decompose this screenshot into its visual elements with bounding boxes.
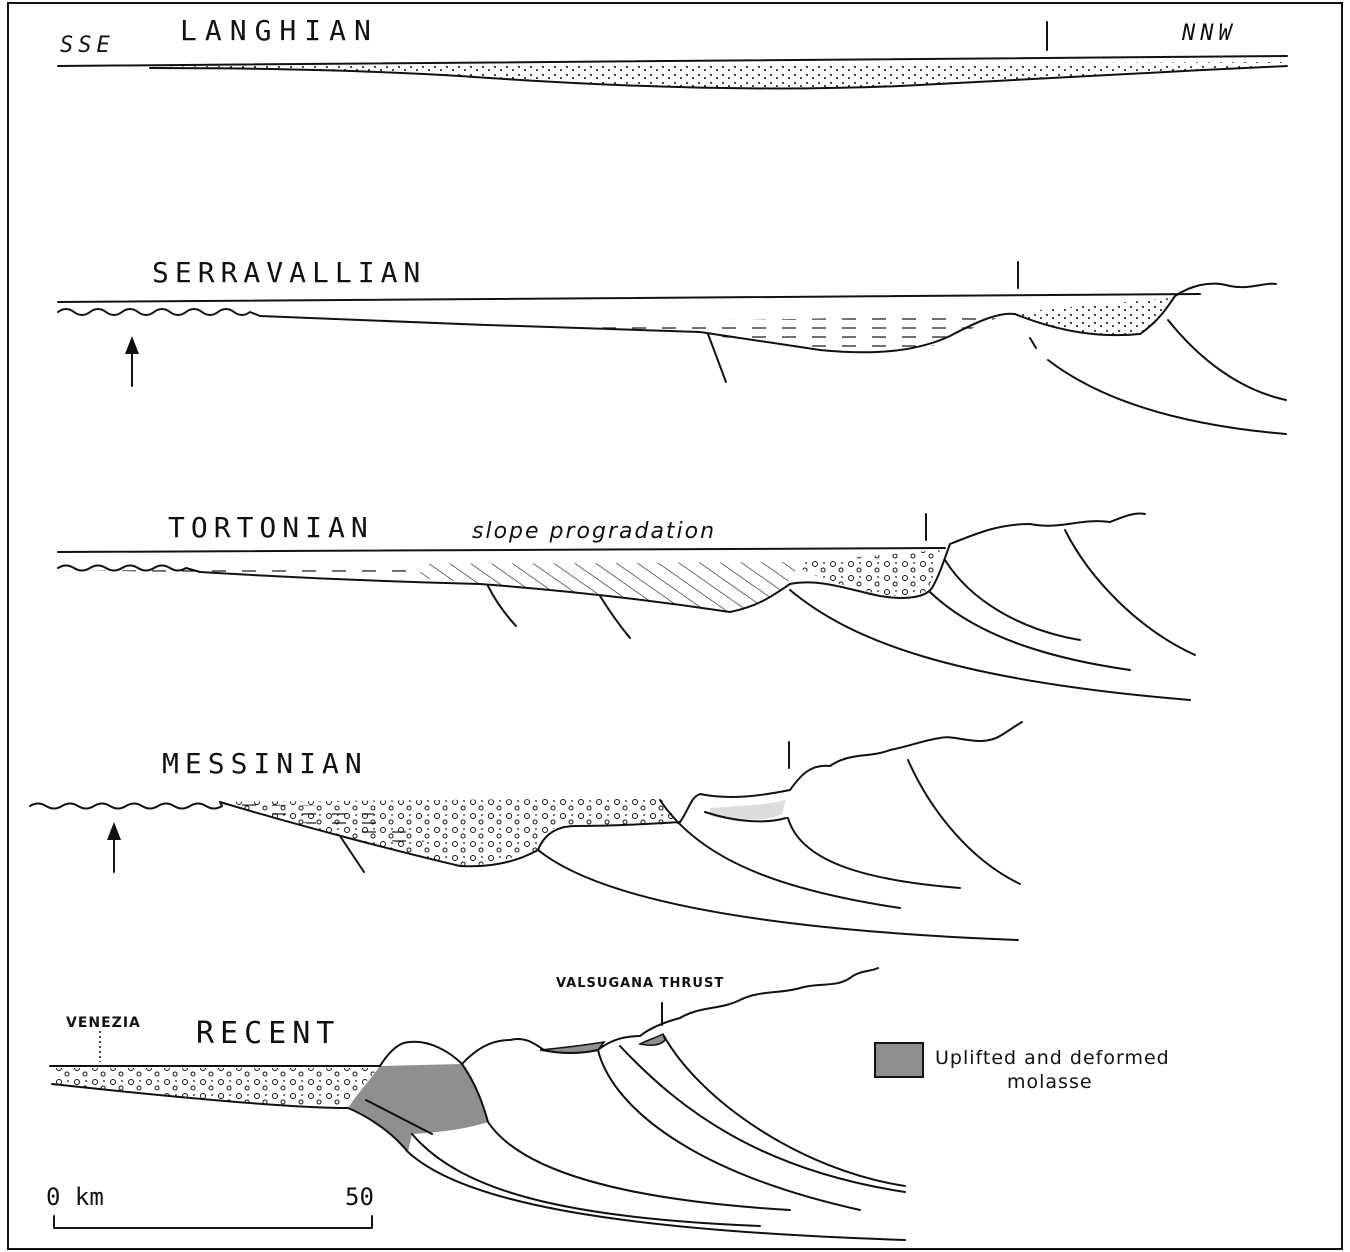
panel-serravallian: SERRAVALLIAN [58,256,1286,434]
panel-title-tortonian: TORTONIAN [168,511,374,544]
panel-langhian: SSE LANGHIAN NNW [58,14,1287,88]
thrust-fault [1168,320,1286,400]
scale-start-label: 0 km [46,1183,104,1211]
thrust-fault [788,818,960,888]
thrust-fault [1048,360,1286,434]
normal-fault [708,334,726,382]
thrust-fault [908,760,1020,884]
thrust-fault [462,1064,790,1210]
label-valsugana-thrust: VALSUGANA THRUST [556,976,724,991]
thrust-fault [1065,530,1195,655]
panel-title-serravallian: SERRAVALLIAN [152,256,426,289]
thrust-fault [930,592,1130,670]
legend-text-line2: molasse [1007,1071,1093,1093]
label-venezia: VENEZIA [66,1015,141,1031]
tortonian-conglomerate-fill [800,550,940,596]
normal-fault [488,586,516,626]
tortonian-thrust-front [790,513,1145,597]
normal-fault [600,596,630,638]
thrust-fault [598,1050,860,1210]
messinian-erosion-surface [30,802,222,809]
sea-level-line [58,294,1200,302]
panel-messinian: MESSINIAN [30,722,1022,940]
panel-tortonian: TORTONIAN slope progradation [58,511,1195,700]
label-sse: SSE [60,33,115,58]
panel-title-messinian: MESSINIAN [162,747,368,780]
panel-recent: VALSUGANA THRUST VENEZIA RECENT [50,968,905,1240]
tortonian-mud-fill [60,563,420,578]
thrust-fault [1030,338,1036,348]
thrust-fault [660,800,900,908]
scale-bar: 0 km 50 [46,1183,374,1228]
legend-swatch-molasse [875,1043,923,1077]
thrust-fault [945,560,1080,640]
thrust-fault [664,1036,905,1186]
uplift-arrow-head [125,336,139,354]
scale-end-label: 50 [345,1183,374,1211]
messinian-thrust-front [220,722,1022,866]
recent-molasse-sliver [640,1034,665,1045]
label-nnw: NNW [1181,21,1237,46]
sea-level-line [58,548,945,552]
annotation-slope-progradation: slope progradation [472,519,716,544]
serravallian-mud-fill [540,316,1005,354]
legend-text-line1: Uplifted and deformed [935,1047,1170,1069]
panel-title-recent: RECENT [196,1016,340,1051]
legend: Uplifted and deformed molasse [875,1043,1170,1093]
panel-title-langhian: LANGHIAN [180,14,379,47]
thrust-fault [620,1046,905,1192]
recent-quaternary-fill [52,1068,378,1108]
uplift-arrow-head [107,822,121,840]
thrust-fault [538,850,1018,940]
tortonian-clinoform-fill [420,562,800,612]
scale-bar-line [54,1216,372,1228]
